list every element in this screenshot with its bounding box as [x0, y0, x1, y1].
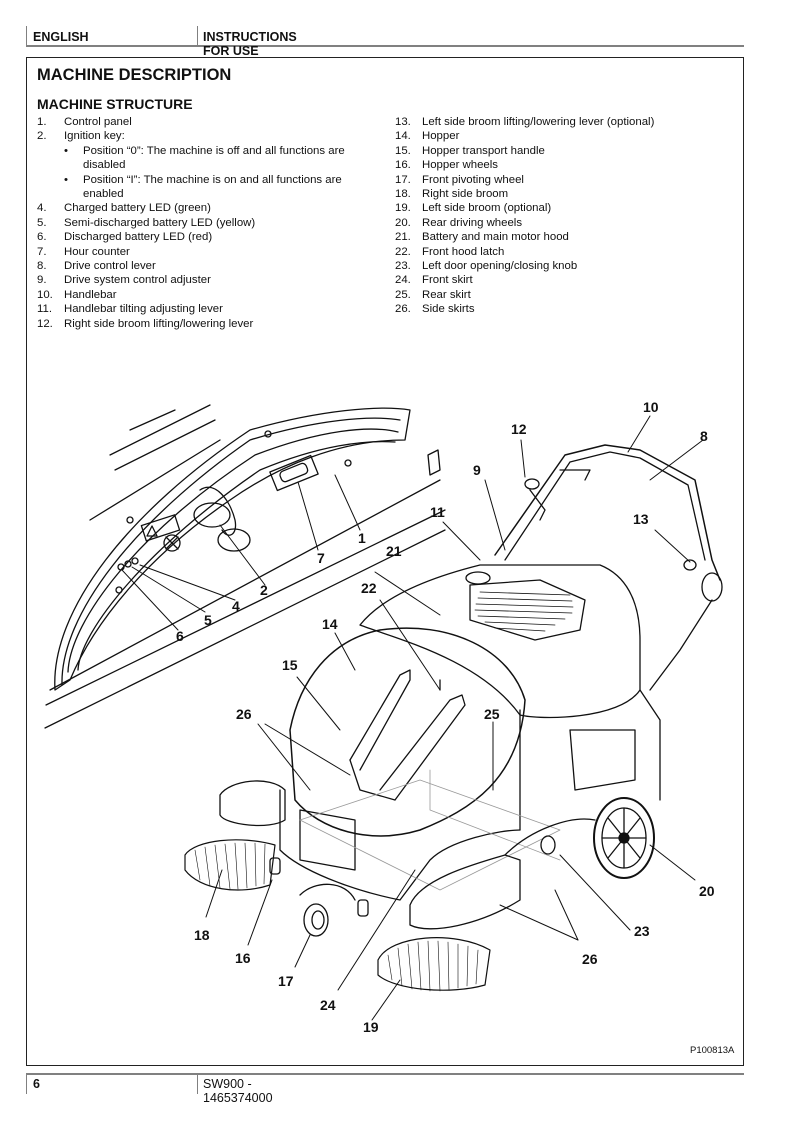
list-item: 10.Handlebar: [37, 288, 117, 301]
list-item: 22.Front hood latch: [395, 245, 505, 258]
callout-leaders: [121, 415, 704, 1021]
callout-19: 19: [363, 1019, 379, 1035]
list-item: 9.Drive system control adjuster: [37, 274, 211, 287]
callout-24: 24: [320, 997, 336, 1013]
header-section: INSTRUCTIONS FOR USE: [203, 30, 297, 58]
list-item: 17.Front pivoting wheel: [395, 173, 524, 186]
list-item: 20.Rear driving wheels: [395, 216, 523, 229]
list-item: 25.Rear skirt: [395, 288, 471, 301]
callout-26-front: 26: [236, 706, 252, 722]
callout-6: 6: [176, 628, 184, 644]
callout-8: 8: [700, 428, 708, 444]
list-item: 5.Semi-discharged battery LED (yellow): [37, 216, 256, 229]
callout-18: 18: [194, 927, 210, 943]
callout-17: 17: [278, 973, 294, 989]
left-side-broom: [377, 937, 491, 992]
rear-driving-wheel: [593, 797, 655, 879]
document-code: SW900 - 1465374000: [203, 1077, 273, 1105]
callout-5: 5: [204, 612, 212, 628]
callout-25: 25: [484, 706, 500, 722]
door-knob: [540, 835, 556, 855]
list-item: 16.Hopper wheels: [395, 159, 498, 172]
control-panel-detail: [44, 404, 446, 729]
list-item: 21.Battery and main motor hood: [395, 231, 569, 244]
callout-1: 1: [358, 530, 366, 546]
parts-list-left: 1.Control panel 2.Ignition key: •Positio…: [37, 115, 367, 331]
list-subitem: •Position “0”: The machine is off and al…: [64, 144, 345, 172]
list-item: 19.Left side broom (optional): [395, 202, 552, 215]
list-item: 6.Discharged battery LED (red): [37, 231, 213, 244]
callout-15: 15: [282, 657, 298, 673]
footer-page-cell: 6: [26, 1073, 197, 1094]
list-item: 1.Control panel: [37, 116, 132, 128]
callout-4: 4: [232, 598, 240, 614]
list-item: 26.Side skirts: [395, 303, 475, 316]
callout-2: 2: [260, 582, 268, 598]
list-item: 15.Hopper transport handle: [395, 144, 545, 157]
list-item: 2.Ignition key:: [37, 130, 125, 143]
content-frame: [26, 57, 744, 1066]
page-number: 6: [33, 1077, 40, 1091]
list-item: 14.Hopper: [395, 130, 460, 143]
list-item: 11.Handlebar tilting adjusting lever: [37, 303, 223, 316]
callout-10: 10: [643, 399, 659, 415]
section-subtitle: MACHINE STRUCTURE: [37, 96, 193, 112]
callout-21: 21: [386, 543, 402, 559]
callout-23: 23: [634, 923, 650, 939]
list-item: 8.Drive control lever: [37, 260, 156, 273]
callout-9: 9: [473, 462, 481, 478]
list-item: 24.Front skirt: [395, 274, 473, 287]
right-side-broom: [184, 839, 276, 891]
callout-22: 22: [361, 580, 377, 596]
footer-rule: [26, 1073, 744, 1075]
list-subitem: •Position “I”: The machine is on and all…: [64, 173, 342, 201]
page-footer: 6 SW900 - 1465374000: [26, 1073, 744, 1105]
machine-body: [184, 444, 723, 992]
callout-14: 14: [322, 616, 338, 632]
header-rule: [26, 45, 744, 47]
callout-7: 7: [317, 550, 325, 566]
callout-11: 11: [430, 504, 445, 520]
list-item: 4.Charged battery LED (green): [37, 202, 211, 215]
list-item: 23.Left door opening/closing knob: [395, 260, 578, 273]
header-language: ENGLISH: [33, 30, 89, 44]
callout-12: 12: [511, 421, 527, 437]
callout-20: 20: [699, 883, 715, 899]
footer-document-cell: SW900 - 1465374000: [197, 1073, 273, 1105]
header-language-cell: ENGLISH: [26, 26, 197, 47]
header-section-cell: INSTRUCTIONS FOR USE: [197, 26, 297, 58]
figure-reference: P100813A: [690, 1045, 735, 1056]
list-item: 18.Right side broom: [395, 188, 509, 201]
parts-list-right: 13.Left side broom lifting/lowering leve…: [395, 115, 725, 317]
callout-13: 13: [633, 511, 649, 527]
list-item: 12.Right side broom lifting/lowering lev…: [37, 317, 254, 330]
page-header: ENGLISH INSTRUCTIONS FOR USE: [26, 26, 744, 58]
list-item: 7.Hour counter: [37, 245, 130, 258]
list-item: 13.Left side broom lifting/lowering leve…: [395, 116, 655, 128]
front-pivoting-wheel: [303, 903, 329, 937]
callout-16: 16: [235, 950, 251, 966]
page-title: MACHINE DESCRIPTION: [37, 66, 232, 84]
callout-26-side: 26: [582, 951, 598, 967]
